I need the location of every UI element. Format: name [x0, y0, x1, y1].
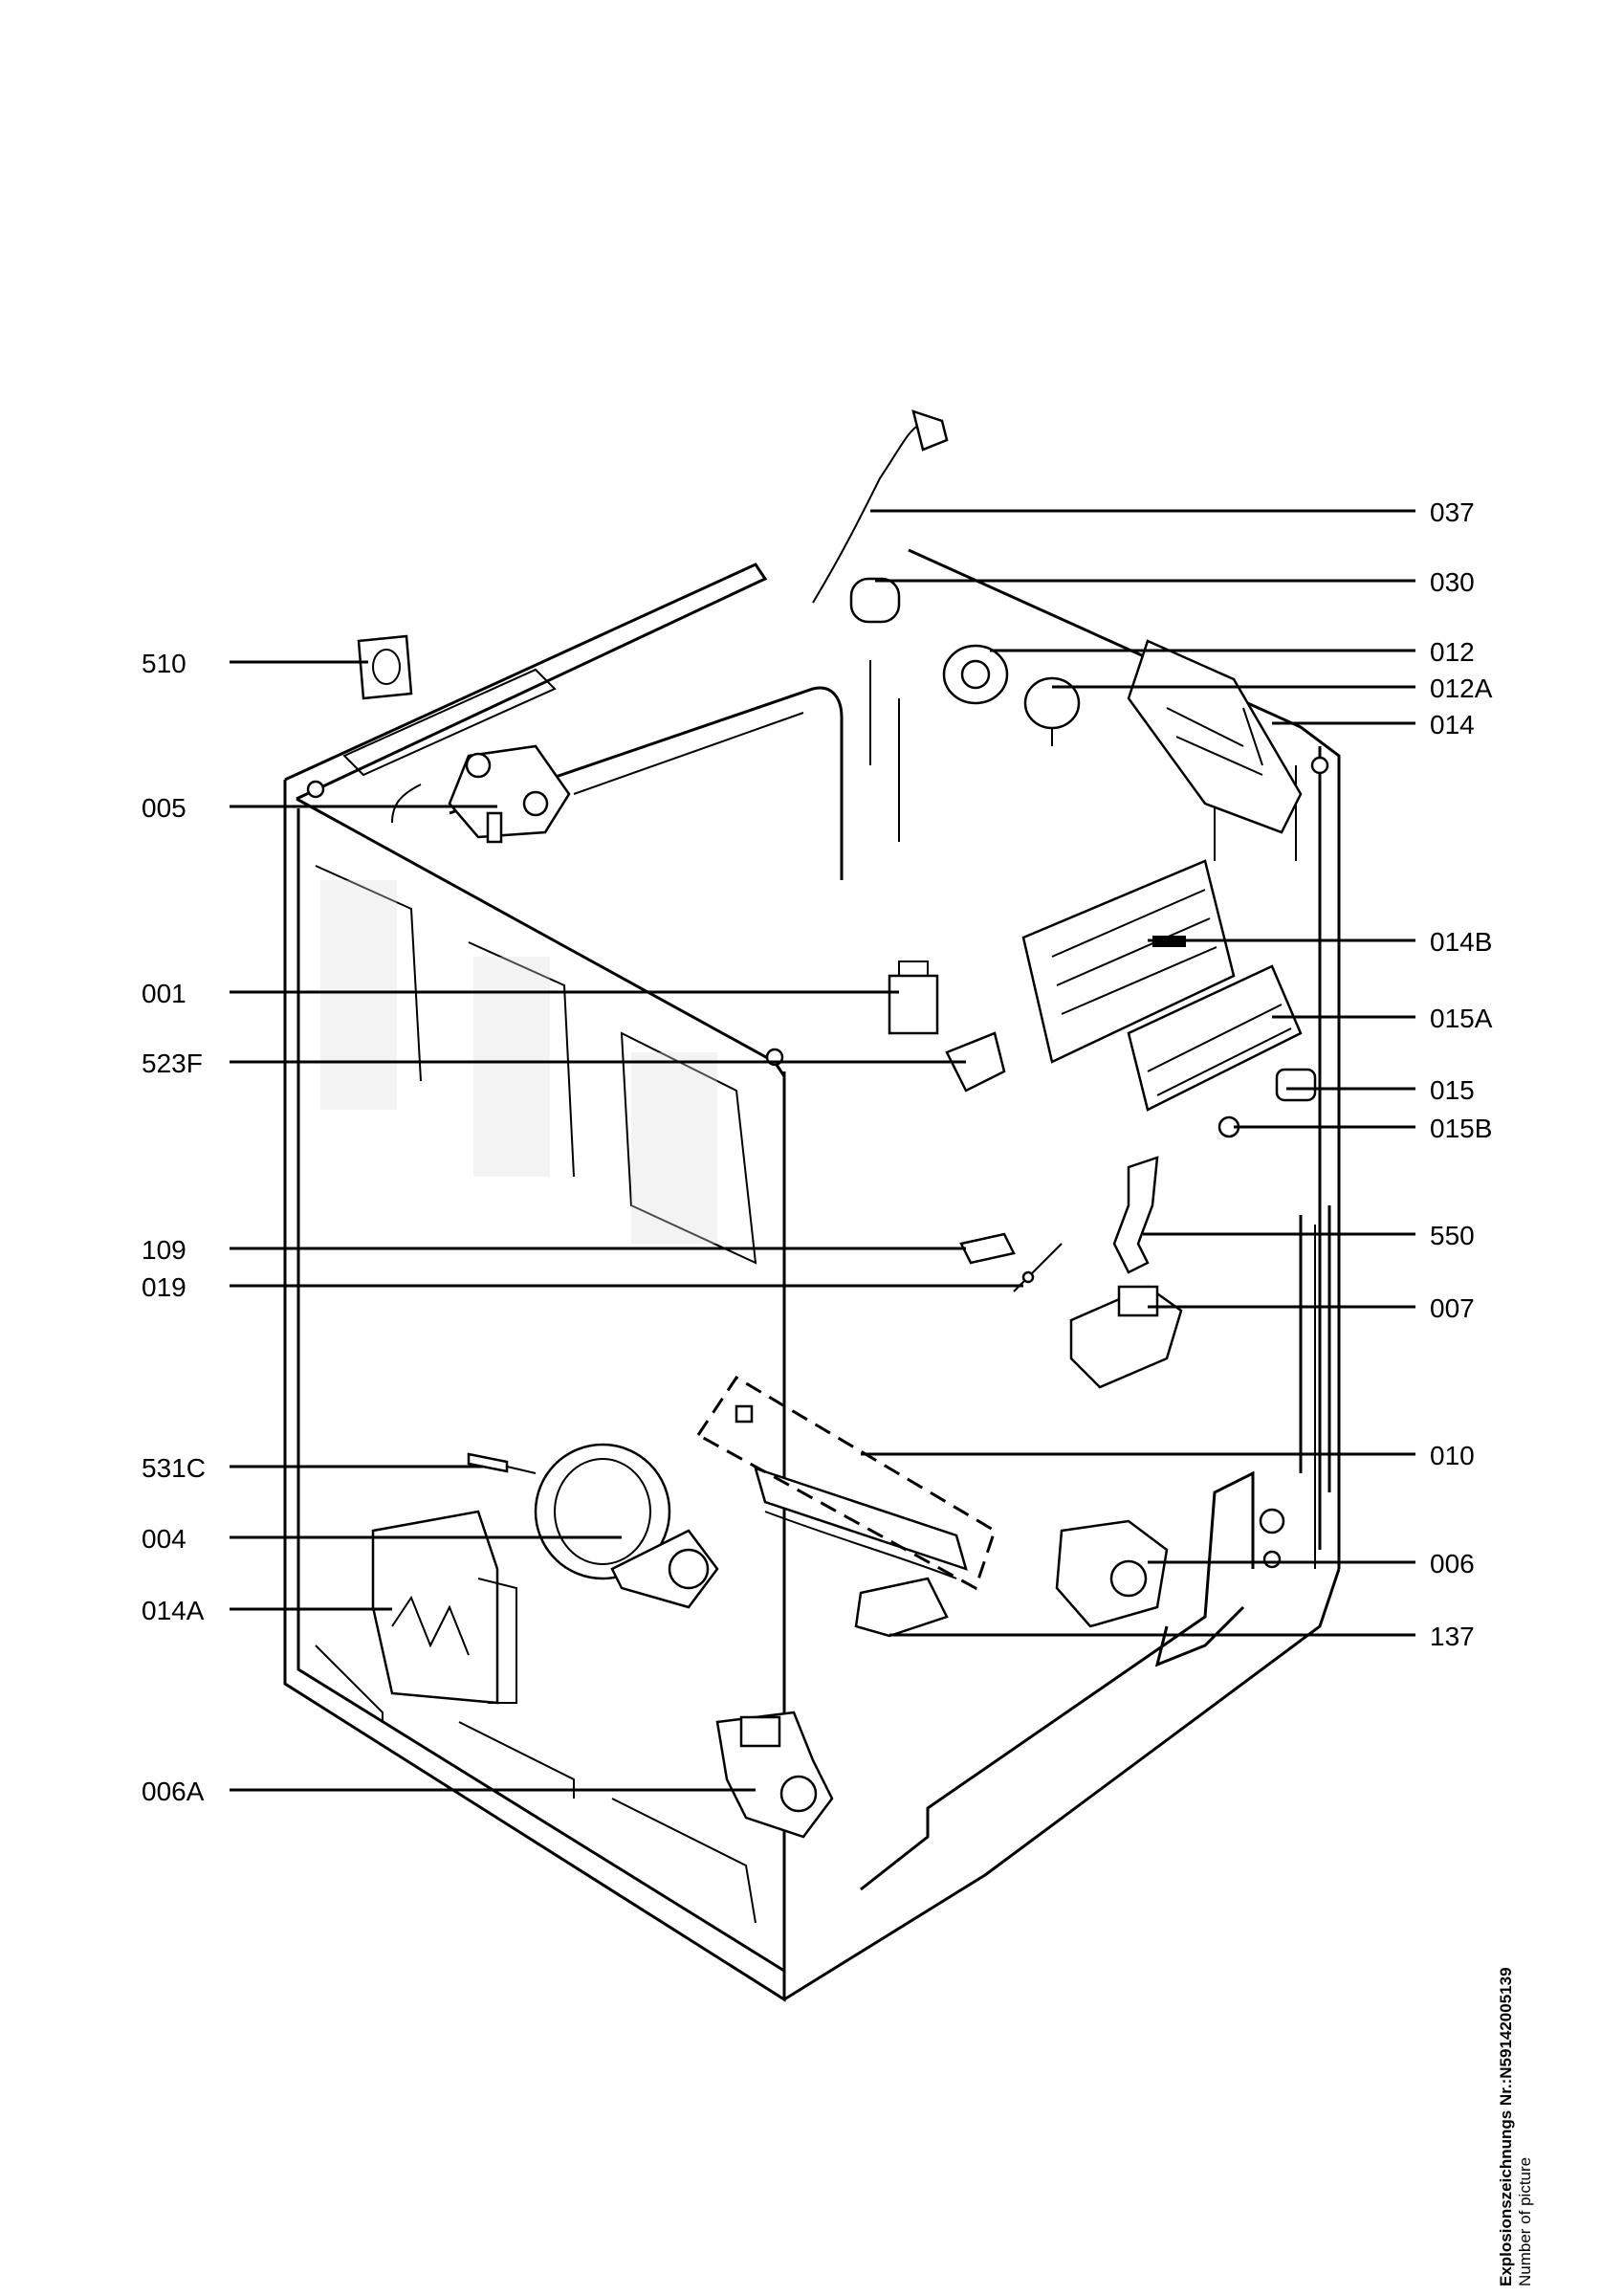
label-550: 550	[1430, 1221, 1475, 1250]
filter-part	[888, 974, 939, 1035]
button-part	[1275, 1068, 1317, 1102]
label-001: 001	[142, 979, 186, 1008]
label-015: 015	[1430, 1075, 1475, 1105]
label-006: 006	[1430, 1549, 1475, 1578]
clip-part	[959, 1232, 1016, 1265]
caption-drawing-number: Explosionszeichnungs Nr.:N59142005139	[1497, 1967, 1515, 2286]
door-latch-part	[1112, 1156, 1159, 1274]
label-510: 510	[142, 649, 186, 678]
label-109: 109	[142, 1235, 186, 1265]
leader-lines	[230, 509, 1415, 1792]
part-labels: 037 030 012 012A 014 510 005 014B 001 01…	[142, 497, 1493, 1806]
parts-illustrations	[357, 409, 1317, 1839]
power-cord-part	[812, 425, 919, 604]
label-012A: 012A	[1430, 673, 1493, 703]
label-012: 012	[1430, 637, 1475, 667]
label-019: 019	[142, 1272, 186, 1302]
label-014B: 014B	[1430, 927, 1492, 957]
caption-number-of-picture: Number of picture	[1516, 2156, 1534, 2286]
control-board-part	[1021, 859, 1236, 1064]
pressure-chamber-part	[854, 1577, 949, 1638]
label-006A: 006A	[142, 1777, 205, 1806]
label-005: 005	[142, 793, 186, 823]
label-015A: 015A	[1430, 1004, 1493, 1033]
label-010: 010	[1430, 1441, 1475, 1470]
label-014: 014	[1430, 710, 1475, 740]
sensor-part	[1013, 1243, 1063, 1292]
module-bracket-part	[1127, 639, 1303, 834]
heating-element-part	[754, 1467, 968, 1571]
motor-module-part	[371, 1510, 499, 1705]
bracket-part	[945, 1031, 1006, 1093]
screw-part	[467, 1452, 509, 1473]
gasket-part	[357, 634, 413, 700]
label-531C: 531C	[142, 1453, 206, 1483]
label-037: 037	[1430, 497, 1475, 527]
capacitor-part	[849, 577, 901, 624]
motor-part	[534, 1443, 671, 1580]
label-030: 030	[1430, 567, 1475, 597]
label-004: 004	[142, 1524, 186, 1554]
label-014A: 014A	[142, 1596, 205, 1625]
picture-number-caption: Explosionszeichnungs Nr.:N59142005139 Nu…	[1497, 1967, 1535, 2286]
label-007: 007	[1430, 1293, 1475, 1323]
label-015B: 015B	[1430, 1114, 1492, 1143]
label-523F: 523F	[142, 1049, 203, 1078]
label-137: 137	[1430, 1622, 1475, 1651]
